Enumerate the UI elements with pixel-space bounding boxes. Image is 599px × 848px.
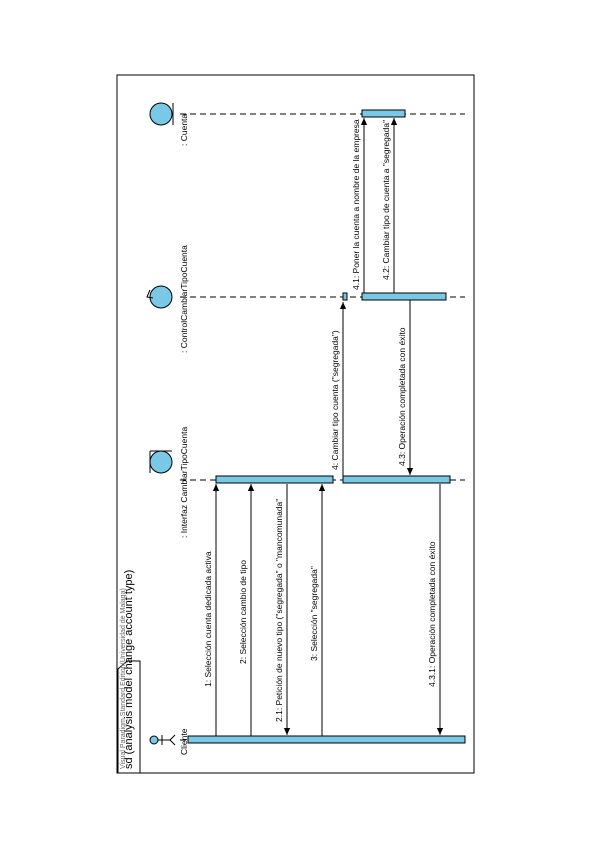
lifeline-name-cuenta: : Cuenta: [179, 114, 189, 146]
message-label-4: 4: Cambiar tipo cuenta ("segregada"): [330, 330, 340, 470]
message-label-4-3-1: 4.3.1: Operación completada con éxito: [427, 541, 437, 687]
frame-title: sd (analysis model change account type): [123, 570, 135, 769]
lifeline-name-control: : ControlCambiarTipoCuenta: [179, 245, 189, 353]
message-label-1: 1: Selección cuenta dedicada activa: [203, 551, 213, 687]
activation-control-1: [342, 292, 348, 301]
entity-icon: [149, 102, 174, 126]
message-label-4-1: 4.1: Poner la cuenta a nombre de la empr…: [351, 119, 361, 290]
activation-control-2: [361, 292, 447, 301]
message-label-2-1: 2.1: Petición de nuevo tipo ("segregada"…: [274, 499, 284, 722]
activation-cuenta: [361, 109, 406, 118]
frame-title-tab: [117, 660, 141, 774]
activation-cliente: [187, 735, 466, 744]
message-label-2: 2: Selección cambio de tipo: [238, 560, 248, 664]
diagram-frame: [116, 74, 475, 774]
actor-icon: [149, 734, 176, 746]
message-label-4-2: 4.2: Cambiar tipo de cuenta a "segregada…: [381, 120, 391, 280]
lifeline-name-interfaz: : Interfaz CambiarTipoCuenta: [179, 427, 189, 538]
message-label-3: 3: Selección "segregada": [309, 566, 319, 661]
control-icon: [146, 285, 173, 309]
activation-interfaz-1: [215, 475, 334, 484]
activation-interfaz-2: [342, 475, 451, 484]
lifeline-name-cliente: Cliente: [179, 728, 189, 755]
boundary-icon: [149, 450, 173, 474]
message-label-4-3: 4.3: Operación completada con éxito: [397, 327, 407, 466]
frame-watermark: Visual Paradigm Standard Edition(Univers…: [120, 588, 127, 769]
